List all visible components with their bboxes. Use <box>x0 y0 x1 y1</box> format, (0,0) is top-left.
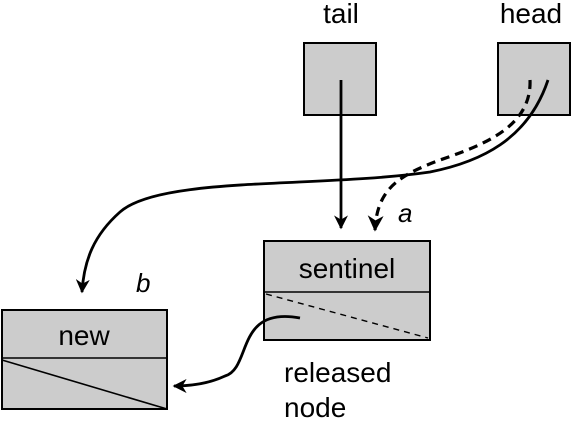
head-label: head <box>500 0 562 29</box>
head-pointer-box <box>497 42 571 116</box>
released-label: released <box>284 357 391 388</box>
new-node-box <box>1 309 168 410</box>
new-label: new <box>58 320 110 351</box>
new-null-diagonal <box>1 359 168 410</box>
arrow-label-a: a <box>398 198 412 228</box>
node-label: node <box>284 392 346 423</box>
head-to-new-arrow <box>75 79 550 294</box>
sentinel-null-dashed-diagonal <box>265 293 429 339</box>
sentinel-node-box <box>263 240 431 341</box>
arrow-label-b: b <box>136 268 150 298</box>
sentinel-to-new-arrow <box>172 315 301 393</box>
tail-label: tail <box>323 0 359 29</box>
sentinel-node: sentinel <box>263 240 431 341</box>
sentinel-label: sentinel <box>299 253 396 284</box>
new-node: new <box>1 309 168 410</box>
head-to-sentinel-dashed-arrow <box>367 79 532 232</box>
